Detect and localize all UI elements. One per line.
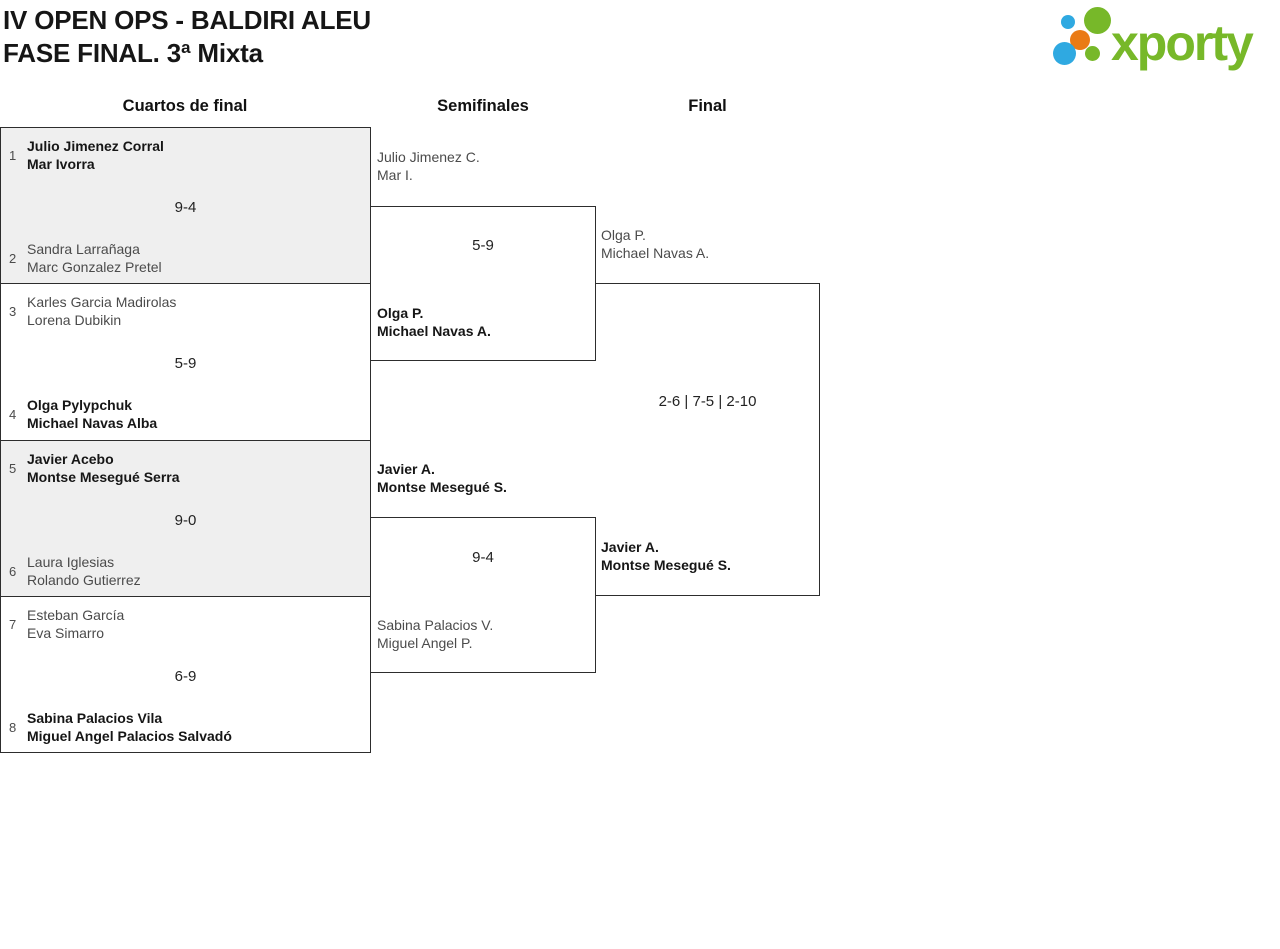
seed-number: 3 [9, 303, 17, 319]
team-entry-seed-6: 6 Laura Iglesias Rolando Gutierrez [9, 553, 364, 589]
round-header-quarterfinals: Cuartos de final [122, 97, 248, 115]
seed-number: 2 [9, 250, 17, 266]
team-entry-seed-2: 2 Sandra Larrañaga Marc Gonzalez Pretel [9, 240, 364, 276]
sf1-top-team: Julio Jimenez C. Mar I. [377, 148, 480, 184]
team-names: Sabina Palacios Vila Miguel Angel Palaci… [27, 709, 232, 745]
player-name: Javier A. [601, 539, 659, 555]
player-name: Rolando Gutierrez [27, 572, 141, 588]
final-top-team: Olga P. Michael Navas A. [601, 226, 709, 262]
team-entry-seed-4: 4 Olga Pylypchuk Michael Navas Alba [9, 396, 364, 432]
player-name: Olga P. [377, 305, 424, 321]
page-title: IV OPEN OPS - BALDIRI ALEU FASE FINAL. 3… [3, 4, 371, 70]
player-name: Sandra Larrañaga [27, 241, 140, 257]
final-score: 2-6 | 7-5 | 2-10 [658, 393, 757, 410]
player-name: Sabina Palacios Vila [27, 710, 163, 726]
seed-number: 7 [9, 616, 17, 632]
team-entry-seed-8: 8 Sabina Palacios Vila Miguel Angel Pala… [9, 709, 364, 745]
logo-dot-green-small-icon [1085, 46, 1100, 61]
player-name: Javier A. [377, 461, 435, 477]
player-name: Michael Navas Alba [27, 415, 158, 431]
team-names: Karles Garcia Madirolas Lorena Dubikin [27, 293, 176, 329]
match-score: 5-9 [174, 355, 197, 372]
seed-number: 1 [9, 147, 17, 163]
logo-dot-blue-medium-icon [1053, 42, 1076, 65]
team-names: Javier Acebo Montse Mesegué Serra [27, 450, 180, 486]
team-names: Laura Iglesias Rolando Gutierrez [27, 553, 141, 589]
seed-number: 4 [9, 406, 17, 422]
player-name: Olga Pylypchuk [27, 397, 133, 413]
seed-number: 8 [9, 719, 17, 735]
qf-match-1[interactable]: 1 Julio Jimenez Corral Mar Ivorra 9-4 2 … [0, 127, 371, 284]
logo-dot-green-large-icon [1084, 7, 1111, 34]
player-name: Eva Simarro [27, 625, 105, 641]
team-entry-seed-3: 3 Karles Garcia Madirolas Lorena Dubikin [9, 293, 364, 329]
sf2-bottom-team: Sabina Palacios V. Miguel Angel P. [377, 616, 493, 652]
qf-match-2[interactable]: 3 Karles Garcia Madirolas Lorena Dubikin… [0, 283, 371, 441]
sf1-score: 5-9 [472, 237, 494, 254]
player-name: Lorena Dubikin [27, 312, 122, 328]
player-name: Julio Jimenez C. [377, 149, 480, 165]
sf1-bottom-team: Olga P. Michael Navas A. [377, 304, 491, 340]
player-name: Karles Garcia Madirolas [27, 294, 177, 310]
player-name: Montse Mesegué S. [601, 557, 731, 573]
logo-dot-blue-small-icon [1061, 15, 1075, 29]
player-name: Julio Jimenez Corral [27, 138, 164, 154]
player-name: Olga P. [601, 227, 646, 243]
player-name: Miguel Angel P. [377, 635, 473, 651]
sf2-score: 9-4 [472, 549, 494, 566]
player-name: Esteban García [27, 607, 125, 623]
match-score: 9-0 [174, 512, 197, 529]
player-name: Marc Gonzalez Pretel [27, 259, 162, 275]
player-name: Laura Iglesias [27, 554, 115, 570]
match-score: 6-9 [174, 668, 197, 685]
team-names: Esteban García Eva Simarro [27, 606, 124, 642]
seed-number: 5 [9, 460, 17, 476]
player-name: Miguel Angel Palacios Salvadó [27, 728, 232, 744]
title-line-1: IV OPEN OPS - BALDIRI ALEU [3, 5, 371, 35]
player-name: Mar I. [377, 167, 413, 183]
player-name: Michael Navas A. [601, 245, 710, 261]
final-bottom-team: Javier A. Montse Mesegué S. [601, 538, 731, 574]
player-name: Javier Acebo [27, 451, 114, 467]
qf-match-3[interactable]: 5 Javier Acebo Montse Mesegué Serra 9-0 … [0, 440, 371, 597]
qf-match-4[interactable]: 7 Esteban García Eva Simarro 6-9 8 Sabin… [0, 596, 371, 753]
team-names: Julio Jimenez Corral Mar Ivorra [27, 137, 164, 173]
round-header-final: Final [688, 97, 727, 115]
logo-wordmark: xporty [1111, 15, 1254, 71]
round-header-semifinals: Semifinales [437, 97, 529, 115]
team-entry-seed-7: 7 Esteban García Eva Simarro [9, 606, 364, 642]
final-match[interactable] [595, 283, 820, 596]
sf2-top-team: Javier A. Montse Mesegué S. [377, 460, 507, 496]
title-line-2: FASE FINAL. 3ª Mixta [3, 38, 263, 68]
logo-dot-orange-icon [1070, 30, 1090, 50]
team-names: Olga Pylypchuk Michael Navas Alba [27, 396, 157, 432]
seed-number: 6 [9, 563, 17, 579]
team-entry-seed-5: 5 Javier Acebo Montse Mesegué Serra [9, 450, 364, 486]
player-name: Michael Navas A. [377, 323, 491, 339]
player-name: Sabina Palacios V. [377, 617, 494, 633]
xporty-logo[interactable]: xporty [1050, 4, 1280, 70]
team-entry-seed-1: 1 Julio Jimenez Corral Mar Ivorra [9, 137, 364, 173]
player-name: Mar Ivorra [27, 156, 95, 172]
match-score: 9-4 [174, 199, 197, 216]
player-name: Montse Mesegué S. [377, 479, 507, 495]
player-name: Montse Mesegué Serra [27, 469, 180, 485]
team-names: Sandra Larrañaga Marc Gonzalez Pretel [27, 240, 162, 276]
